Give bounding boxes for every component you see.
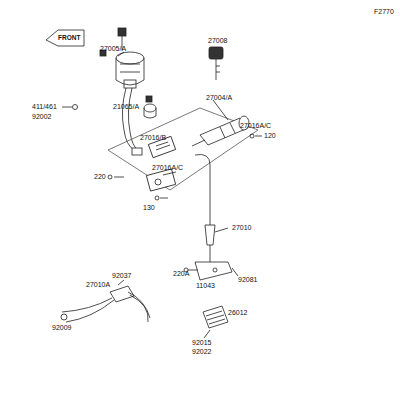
callout-number: 92009 (52, 324, 71, 332)
callout-number: 411/461 (32, 103, 57, 111)
callout-number: 21065/A (113, 103, 139, 111)
callout-number: 27004/A (206, 94, 232, 102)
figure-number: F2770 (374, 8, 394, 16)
callout-number: 92002 (32, 113, 51, 121)
callout-number: 92015 (192, 339, 211, 347)
callout-number: 27016A/C (152, 164, 183, 172)
callout-number: 92022 (192, 348, 211, 356)
callout-number: 27016/B (140, 134, 166, 142)
callout-number: 27010A (86, 281, 110, 289)
callout-number: 130 (143, 204, 155, 212)
callout-number: 27010 (232, 224, 251, 232)
callout-number: 26012 (228, 309, 247, 317)
callout-number: 120 (264, 132, 276, 140)
callout-number: 27016A/C (240, 122, 271, 130)
callout-number: 27005/A (100, 45, 126, 53)
direction-label: FRONT (58, 34, 80, 42)
callout-number: 92081 (238, 276, 257, 284)
callout-number: 92037 (112, 272, 131, 280)
callout-number: 27008 (208, 37, 227, 45)
callout-number: 220A (173, 270, 189, 278)
callout-number: 11043 (196, 282, 215, 290)
callout-number: 220 (94, 173, 106, 181)
